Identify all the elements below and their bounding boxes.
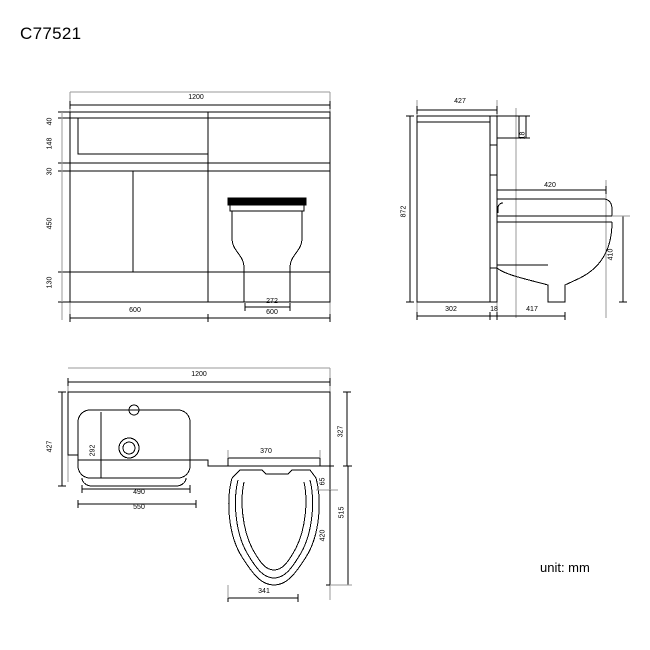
dimension-label-fe-worktop-30: 30 [46, 167, 54, 176]
dim-pan-height [612, 215, 630, 303]
plan-worktop-outline [67, 391, 331, 467]
dimension-label-fe-pan-272: 272 [266, 298, 278, 305]
dimension-label-pv-basin-490: 490 [133, 489, 145, 496]
dim-plan-width [67, 378, 331, 386]
dimension-label-pv-width-1200: 1200 [191, 371, 207, 378]
plan-seat-bowl [241, 481, 307, 571]
dimension-label-pv-seat-420: 420 [319, 529, 327, 542]
dimension-label-se-overhang-18: 18 [519, 131, 527, 140]
dimension-label-pv-basin-292: 292 [89, 444, 97, 457]
dimension-label-fe-trim-40: 40 [46, 117, 54, 126]
side-lid-lip [497, 202, 504, 213]
dimension-label-fe-width-1200: 1200 [188, 94, 204, 101]
front-drawer [77, 117, 209, 155]
plan-toilet [227, 457, 321, 586]
plan-seat-outer [228, 477, 320, 586]
dimension-label-se-lid-420: 420 [544, 182, 556, 189]
plan-tap-hole [128, 404, 140, 416]
front-toilet [227, 197, 307, 302]
dim-side-height [406, 115, 414, 303]
front-cistern-rim [229, 204, 305, 212]
plan-cistern-top [227, 457, 321, 467]
side-extension-lines [416, 100, 607, 318]
dimension-label-pv-cistern-65: 65 [319, 477, 327, 486]
unit-note: unit: mm [540, 560, 590, 575]
plan-extension-lines [67, 367, 331, 600]
plan-seat-hinge [231, 469, 317, 479]
dim-front-bottom [69, 303, 331, 322]
dimension-label-se-base-302: 302 [445, 306, 457, 313]
plan-seat-inner [234, 479, 314, 579]
dim-plan-total-depth [330, 465, 352, 586]
side-toilet [496, 198, 613, 303]
dimension-label-se-height-872: 872 [400, 205, 408, 218]
plan-view [58, 367, 352, 602]
dim-side-depth [416, 106, 498, 114]
dimension-label-fe-plinth-130: 130 [46, 276, 54, 289]
dimension-label-fe-section-600: 600 [266, 309, 278, 316]
side-worktop-overhang [496, 115, 520, 139]
plan-basin-waste-outer [118, 437, 140, 459]
dimension-label-pv-rear-327: 327 [337, 425, 345, 438]
plan-basin-waste-inner [122, 441, 136, 455]
dim-plan-depth [58, 391, 66, 487]
front-cabinet-outline [69, 111, 331, 303]
plan-basin-front-edge [81, 477, 187, 487]
dimension-label-pv-total-515: 515 [338, 506, 346, 519]
dim-side-bottom [416, 312, 566, 320]
dim-front-width [69, 101, 331, 109]
side-cabinet-outline [416, 115, 498, 303]
dimension-label-pv-depth-427: 427 [46, 440, 54, 453]
dim-plan-seat-width [227, 450, 321, 462]
dim-plan-basin [77, 485, 197, 508]
plan-basin-outer [77, 409, 191, 479]
dimension-label-se-gap-18: 18 [490, 306, 498, 313]
dimension-label-fe-door-450: 450 [46, 217, 54, 230]
front-toilet-body [231, 211, 303, 302]
front-elevation-view [58, 91, 331, 322]
dimension-label-se-depth-427: 427 [454, 98, 466, 105]
dimension-label-se-pandepth-417: 417 [526, 306, 538, 313]
dimension-label-fe-drawer-148: 148 [46, 137, 54, 150]
dim-plan-seat-length [326, 490, 334, 586]
dimension-label-pv-bottom-341: 341 [258, 588, 270, 595]
dimension-label-se-pan-410: 410 [607, 248, 615, 261]
dim-front-left [58, 111, 70, 303]
dimension-label-pv-basin-550: 550 [133, 504, 145, 511]
side-elevation-view [406, 100, 630, 320]
plan-basin [77, 404, 191, 487]
dimension-label-fe-cabinet-600: 600 [129, 307, 141, 314]
dim-plan-seat-bottom [227, 585, 299, 602]
front-cistern-lid [227, 197, 307, 206]
side-toilet-body [496, 221, 613, 303]
dim-cistern-lid [496, 186, 607, 194]
dim-side-overhang [519, 115, 530, 139]
page-title: C77521 [20, 24, 82, 43]
dimension-label-pv-seat-370: 370 [260, 448, 272, 455]
side-cistern-lid-profile [496, 198, 613, 217]
